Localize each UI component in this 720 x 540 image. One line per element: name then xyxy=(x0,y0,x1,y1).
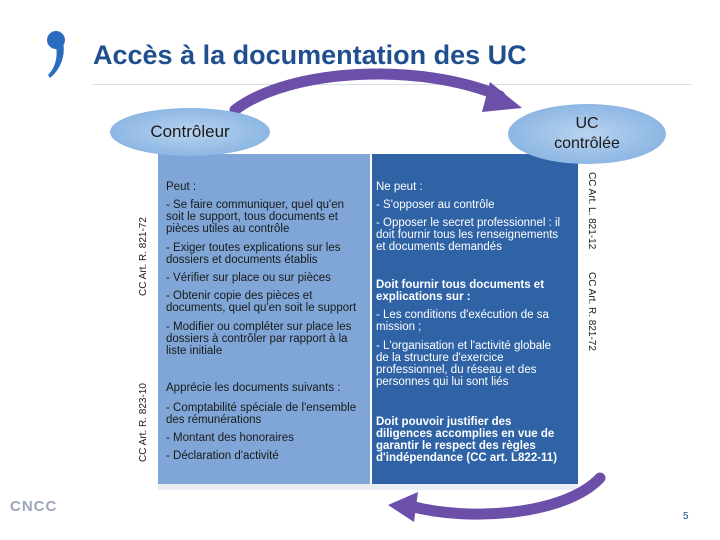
doitfournir-heading: Doit fournir tous documents et xyxy=(376,279,545,291)
page-title: Accès à la documentation des UC xyxy=(93,40,527,70)
nepeut-line: - Opposer le secret professionnel : il xyxy=(376,217,561,229)
panel-shadow xyxy=(158,484,578,490)
nepeut-line: - S'opposer au contrôle xyxy=(376,199,495,211)
peut-line: - Vérifier sur place ou sur pièces xyxy=(166,272,331,284)
apprecie-line: des rémunérations xyxy=(166,414,262,426)
apprecie-heading: Apprécie les documents suivants : xyxy=(166,382,341,394)
peut-line: - Se faire communiquer, quel qu'en xyxy=(166,199,344,211)
justifier-line: Doit pouvoir justifier des xyxy=(376,416,512,428)
doitfournir-line: de la structure d'exercice xyxy=(376,352,504,364)
controleur-label: Contrôleur xyxy=(150,122,230,141)
controleur-bubble: Contrôleur xyxy=(110,108,270,156)
apprecie-line: - Comptabilité spéciale de l'ensemble xyxy=(166,402,357,414)
peut-line: liste initiale xyxy=(166,345,223,357)
apprecie-line: - Montant des honoraires xyxy=(166,432,294,444)
peut-line: dossiers à contrôler par rapport à la xyxy=(166,333,348,345)
nepeut-line: et documents demandés xyxy=(376,241,502,253)
peut-line: documents, quel qu'en soit le support xyxy=(166,302,357,314)
top-arrowhead xyxy=(482,82,522,112)
peut-line: - Exiger toutes explications sur les xyxy=(166,242,341,254)
cncc-logo: CNCC xyxy=(10,498,58,515)
doitfournir-line: professionnel, du réseau et des xyxy=(376,364,537,376)
doitfournir-line: - L'organisation et l'activité globale xyxy=(376,340,552,352)
peut-line: dossiers et documents établis xyxy=(166,254,318,266)
controleur-panel xyxy=(158,154,370,484)
uc-panel xyxy=(372,154,578,484)
peut-line: - Obtenir copie des pièces et xyxy=(166,290,313,302)
uc-bubble: UC contrôlée xyxy=(508,104,666,164)
nepeut-heading: Ne peut : xyxy=(376,181,423,193)
doitfournir-line: mission ; xyxy=(376,321,422,333)
doitfournir-line: - Les conditions d'exécution de sa xyxy=(376,309,549,321)
justifier-line: diligences accomplies en vue de xyxy=(376,428,555,440)
bottom-arrow xyxy=(404,472,606,520)
justifier-line: d'indépendance (CC art. L822-11) xyxy=(376,452,558,464)
title-divider xyxy=(92,84,692,85)
ref-label-right-top: CC Art. L. 821-12 xyxy=(586,172,597,250)
apprecie-line: - Déclaration d'activité xyxy=(166,450,279,462)
peut-line: pièces utiles au contrôle xyxy=(166,223,290,235)
quote-mark-icon xyxy=(47,31,65,78)
ref-label-right-bottom: CC Art. R. 821-72 xyxy=(586,272,597,351)
uc-label: UC contrôlée xyxy=(554,115,620,152)
bottom-arrowhead xyxy=(388,492,418,522)
justifier-line: garantir le respect des règles xyxy=(376,440,536,452)
top-arrow xyxy=(229,68,506,116)
doitfournir-line: personnes qui lui sont liés xyxy=(376,376,509,388)
ref-label-left-top: CC Art. R. 821-72 xyxy=(138,217,149,296)
page-number: 5 xyxy=(683,511,689,522)
peut-line: - Modifier ou compléter sur place les xyxy=(166,321,352,333)
nepeut-line: doit fournir tous les renseignements xyxy=(376,229,559,241)
doitfournir-heading-2: explications sur : xyxy=(376,291,471,303)
peut-heading: Peut : xyxy=(166,181,197,193)
ref-label-left-bottom: CC Art. R. 823-10 xyxy=(138,383,149,462)
peut-line: soit le support, tous documents et xyxy=(166,211,338,223)
